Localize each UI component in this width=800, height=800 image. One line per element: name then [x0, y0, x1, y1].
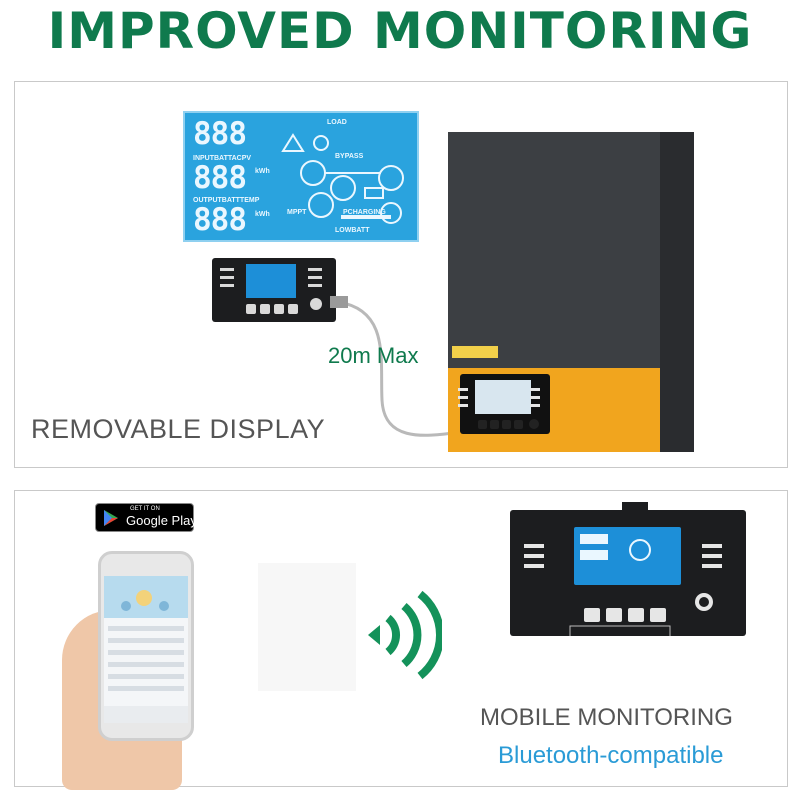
lcd-display-closeup: 888 INPUTBATTACPV 888 kWh OUTPUTBATTTEMP…	[183, 111, 419, 242]
lcd-unit-1: kWh	[255, 168, 270, 175]
solar-icon	[308, 192, 334, 218]
inverter-lcd	[475, 380, 531, 414]
dc-icon	[330, 175, 356, 201]
inverter-details	[452, 346, 540, 429]
lcd-label-bypass: BYPASS	[335, 153, 364, 160]
fan-icon	[380, 202, 402, 224]
battery-icon	[364, 187, 384, 199]
cable-length-label: 20m Max	[328, 343, 419, 368]
controller-buttons	[220, 268, 322, 314]
grid-icon	[378, 165, 404, 191]
lcd-segment-2: 888	[193, 160, 247, 196]
removable-display-caption: REMOVABLE DISPLAY	[31, 414, 326, 444]
bluetooth-caption: Bluetooth-compatible	[498, 742, 724, 769]
remote-details	[524, 502, 722, 636]
lcd-label-output: OUTPUTBATTTEMP	[193, 197, 260, 204]
ac-icon	[300, 160, 326, 186]
sun-icon	[313, 135, 329, 151]
inverter-side	[660, 132, 694, 452]
page-title: IMPROVED MONITORING	[47, 2, 753, 60]
play-store-icon	[104, 510, 118, 526]
wifi-signal-icon	[368, 590, 442, 680]
phone-app-content	[104, 590, 188, 723]
battery-bar	[341, 215, 391, 219]
lcd-flow-icons	[281, 133, 404, 224]
lcd-label-load: LOAD	[327, 119, 347, 126]
controller-lcd	[246, 264, 296, 298]
lcd-segment-3: 888	[193, 202, 247, 238]
cable	[330, 296, 461, 437]
lcd-label-charging: PCHARGING	[343, 209, 386, 216]
google-play-text: Google Play	[126, 513, 197, 528]
google-play-small-text: GET IT ON	[130, 506, 160, 512]
lcd-segment-1: 888	[193, 116, 247, 152]
mobile-monitoring-caption: MOBILE MONITORING	[480, 704, 733, 731]
inverter-body	[448, 132, 694, 368]
placeholder-box	[258, 563, 356, 691]
lcd-label-mppt: MPPT	[287, 209, 307, 216]
lcd-label-input: INPUTBATTACPV	[193, 155, 252, 162]
lcd-label-lowbatt: LOWBATT	[335, 227, 370, 234]
lcd-unit-2: kWh	[255, 211, 270, 218]
warning-icon	[281, 133, 305, 152]
